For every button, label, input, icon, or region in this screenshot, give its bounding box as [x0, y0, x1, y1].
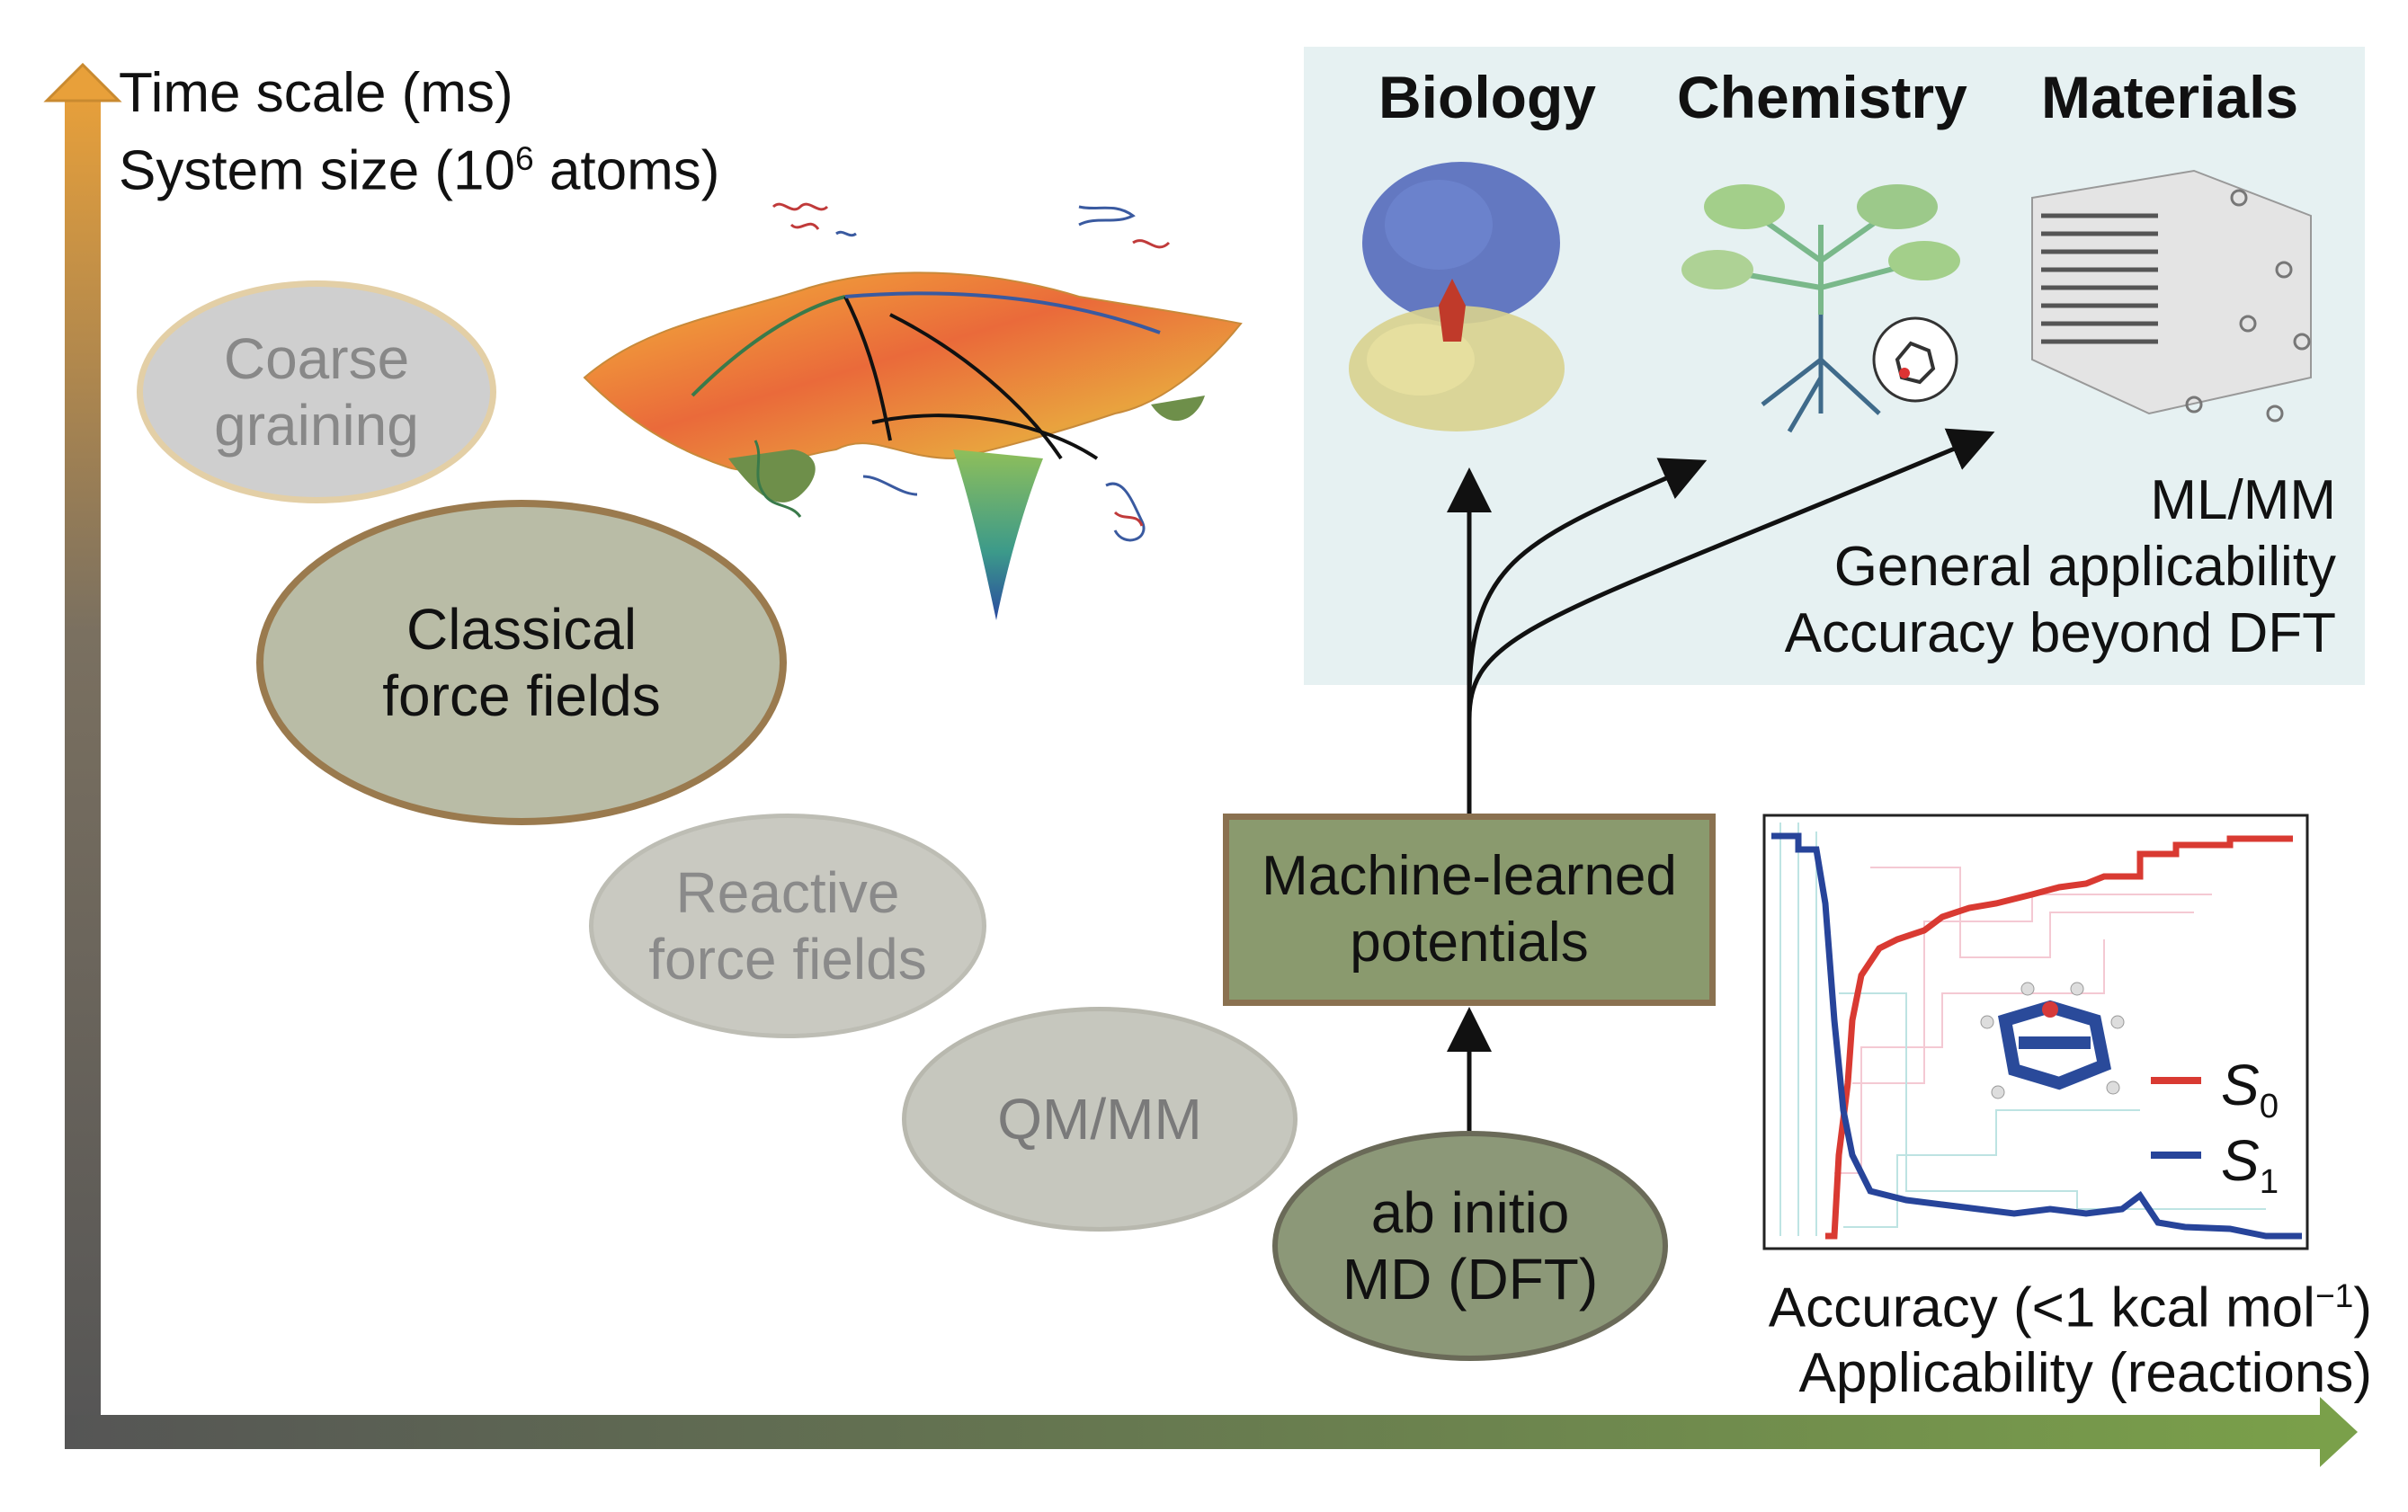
x-axis-line — [65, 1415, 2331, 1449]
inset-trajectory-plot — [1762, 814, 2309, 1250]
landscape-well-deep — [953, 449, 1043, 620]
energy-landscape-illustration — [583, 202, 1243, 620]
x-axis-arrowhead — [2320, 1397, 2358, 1467]
legend-s1-label: S1 — [2221, 1128, 2279, 1201]
machine-learned-potentials-box: Machine-learned potentials — [1223, 814, 1716, 1006]
protein-structures — [754, 202, 1171, 542]
note-ml-mm: ML/MM — [2150, 469, 2336, 531]
biology-molecule-image — [1349, 162, 1565, 431]
y-axis-label-line1: Time scale (ms) — [119, 62, 513, 124]
chemistry-molecule-image — [1681, 184, 1960, 433]
pathway-arrow-5 — [889, 313, 1063, 460]
cyclohexadiene-molecule-icon — [1980, 982, 2125, 1099]
materials-header: Materials — [2041, 64, 2299, 130]
pathway-arrow-3 — [844, 291, 1161, 334]
chemistry-header: Chemistry — [1677, 64, 1967, 130]
pathway-arrow-4 — [871, 414, 1099, 460]
landscape-well-left — [728, 449, 816, 503]
biology-header: Biology — [1378, 64, 1596, 130]
y-axis-label-line2: System size (106 atoms) — [119, 139, 720, 202]
legend-s0-label: S0 — [2221, 1053, 2279, 1125]
x-axis-label-line1: Accuracy (<1 kcal mol−1) — [1768, 1276, 2372, 1339]
s0-curve — [1825, 835, 2293, 1240]
arrow-ml-to-chemistry — [1467, 458, 1708, 702]
note-general-applicability: General applicability — [1833, 536, 2336, 598]
x-axis-label: Accuracy (<1 kcal mol−1) Applicability (… — [1769, 1263, 2372, 1406]
ml-box-line2: potentials — [1350, 912, 1589, 974]
y-axis-label: Time scale (ms) System size (106 atoms) — [119, 61, 719, 204]
pathway-arrow-1 — [691, 295, 846, 397]
y-axis-line — [65, 90, 101, 1447]
note-accuracy-beyond-dft: Accuracy beyond DFT — [1784, 602, 2336, 664]
s1-curve — [1771, 832, 2302, 1240]
panel-notes: ML/MM General applicability Accuracy bey… — [1785, 467, 2336, 667]
arrow-ml-to-materials — [1467, 428, 1995, 720]
qm-mm-ellipse: QM/MM — [902, 1007, 1298, 1232]
ml-box-line1: Machine-learned — [1262, 845, 1677, 907]
pathway-arrow-2 — [843, 296, 892, 441]
materials-structure-image — [2031, 169, 2312, 422]
landscape-well-right — [1151, 396, 1205, 422]
x-axis-label-line2: Applicability (reactions) — [1798, 1341, 2372, 1404]
y-axis-arrowhead — [43, 62, 122, 102]
